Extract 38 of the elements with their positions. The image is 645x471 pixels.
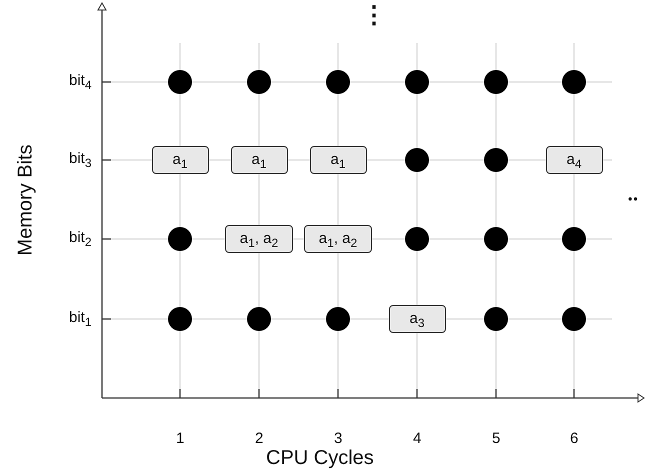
memory-cell-box: a$_{1}$ [310,146,366,174]
axis-tick-label: bit$_{3}$ [69,151,92,169]
axis-title: Memory Bits [15,144,36,256]
dot [168,70,192,94]
axis-tick-label: 1 [176,430,184,446]
axis-tick-label: 5 [492,430,500,446]
dot [326,70,350,94]
dot [484,70,508,94]
memory-cell-box: a$_{1}$, a$_{2}$ [304,225,372,253]
dot [247,70,271,94]
dot [326,307,350,331]
dot [247,307,271,331]
dot [405,148,429,172]
axis-tick-label: 6 [570,430,578,446]
dot [484,148,508,172]
dot [484,307,508,331]
axis-tick-label: 3 [334,430,342,446]
axis-tick-label: bit$_{2}$ [69,230,92,248]
axis-tick-label: 4 [413,430,422,446]
axis-tick-label: bit$_{1}$ [69,310,92,328]
dot [168,307,192,331]
horizontal-ellipsis: ‥ [628,184,638,204]
memory-cell-box: a$_{1}$, a$_{2}$ [225,225,293,253]
memory-cell-box: a$_{3}$ [388,305,446,333]
dot [562,227,586,251]
memory-cell-box: a$_{4}$ [546,146,602,174]
axis-tick-label: 2 [255,430,264,446]
axis-title: CPU Cycles [266,448,374,468]
memory-cell-box: a$_{1}$ [230,146,288,174]
axis-tick-label: bit$_{4}$ [69,73,92,91]
dot [562,70,586,94]
dot [405,70,429,94]
memory-cell-box: a$_{1}$ [152,146,208,174]
dot [168,227,192,251]
vertical-ellipsis: ⋮ [362,4,386,28]
dot [484,227,508,251]
dot [562,307,586,331]
dot [405,227,429,251]
